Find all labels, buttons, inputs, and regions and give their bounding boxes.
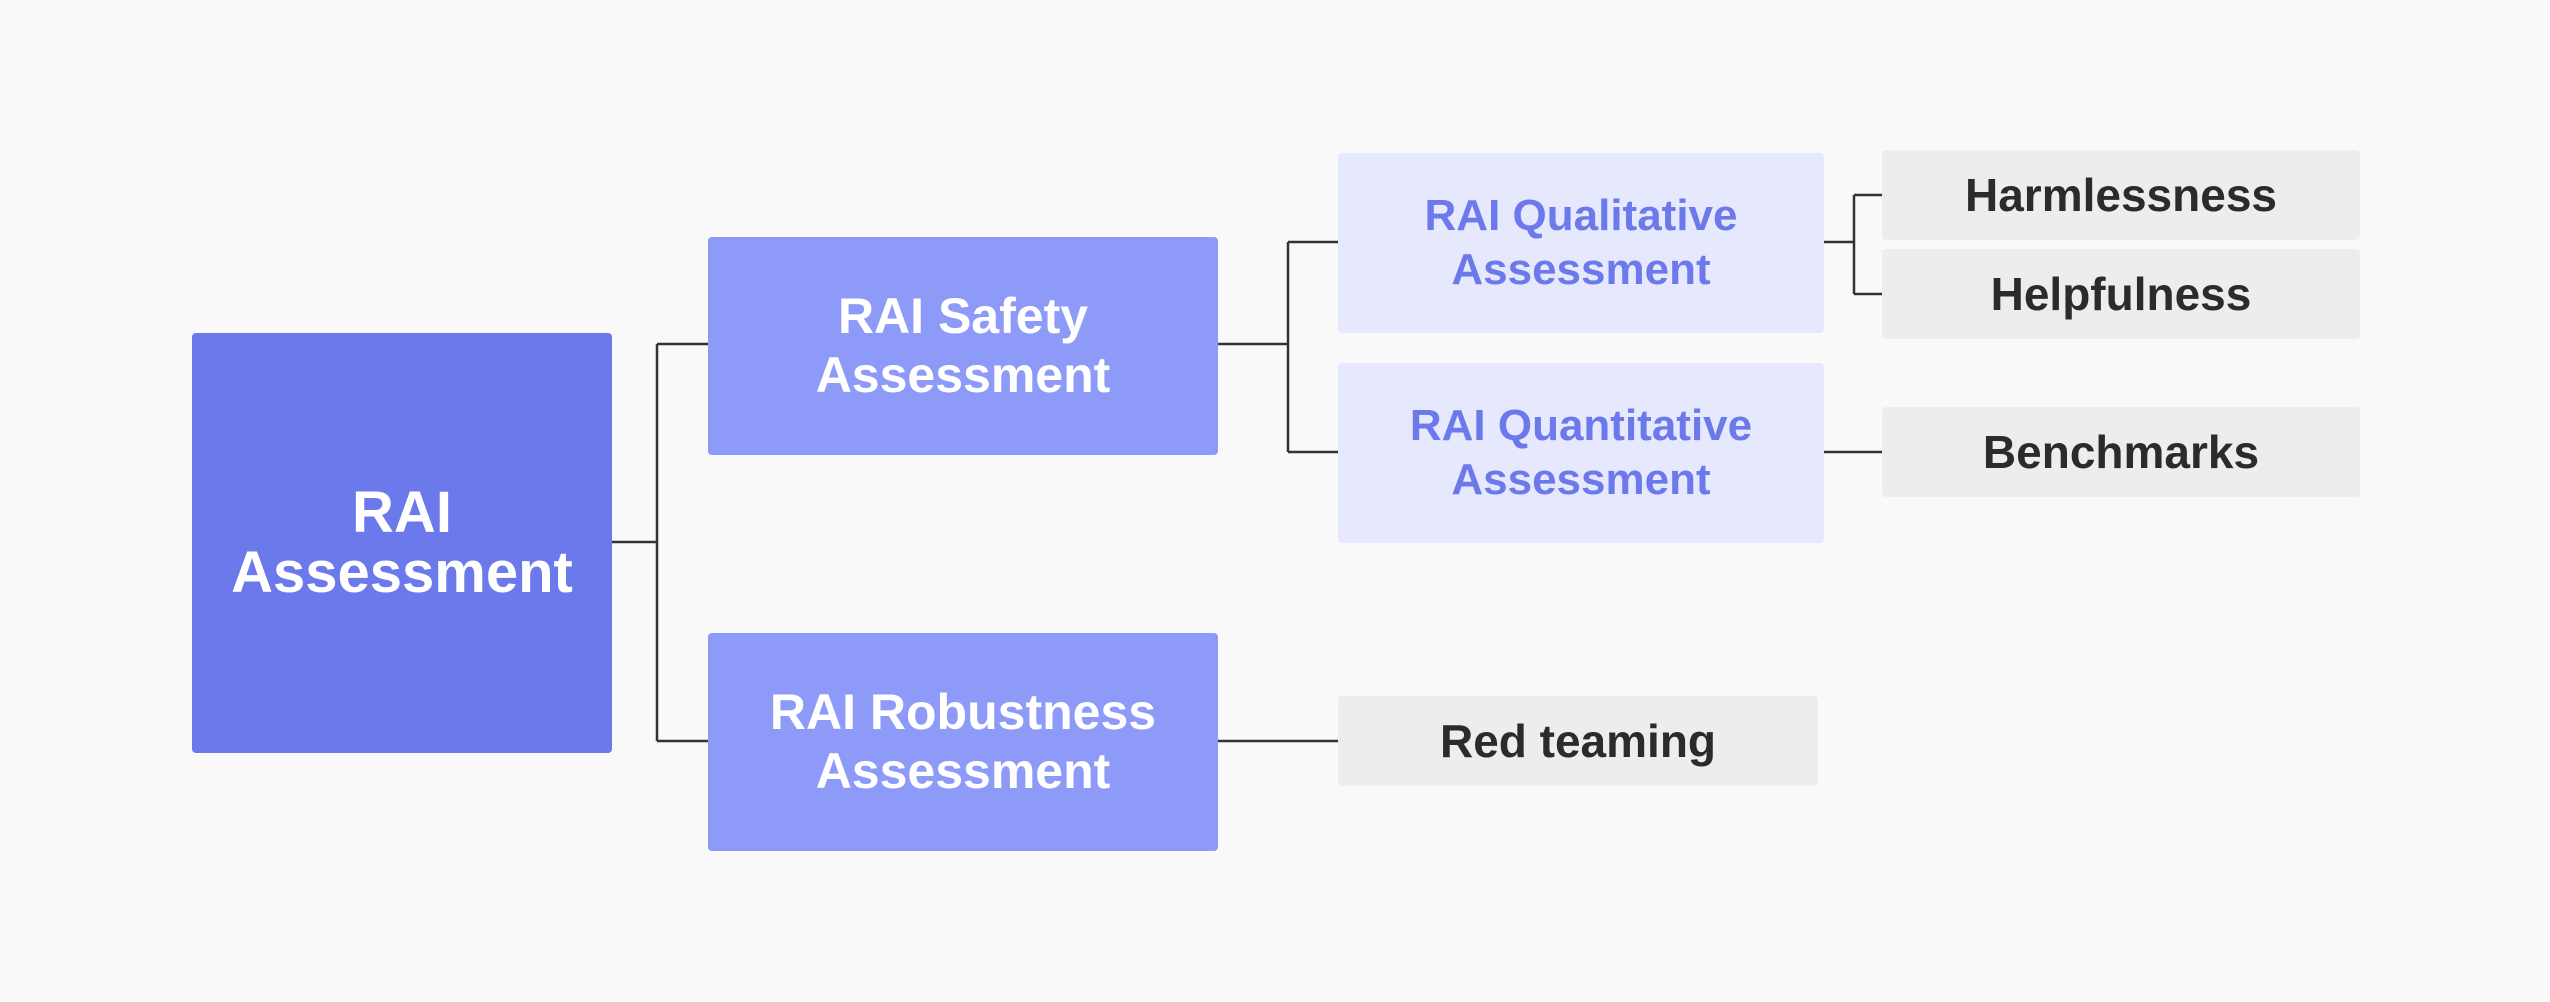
connector-root-to-safety [612, 342, 708, 741]
helpfulness-node: Helpfulness [1882, 249, 2360, 339]
red-teaming-node: Red teaming [1338, 696, 1818, 786]
rai-robustness-assessment-node: RAI Robustness Assessment [708, 633, 1218, 851]
rai-assessment-node: RAI Assessment [192, 333, 612, 753]
harmlessness-node: Harmlessness [1882, 150, 2360, 240]
rai-quantitative-assessment-node: RAI Quantitative Assessment [1338, 363, 1824, 543]
benchmarks-node: Benchmarks [1882, 407, 2360, 497]
connector-safety-to-qualitative [1218, 240, 1338, 452]
connector-qualitative-to-harmlessness [1818, 193, 1882, 294]
rai-safety-assessment-node: RAI Safety Assessment [708, 237, 1218, 455]
rai-qualitative-assessment-node: RAI Qualitative Assessment [1338, 153, 1824, 333]
